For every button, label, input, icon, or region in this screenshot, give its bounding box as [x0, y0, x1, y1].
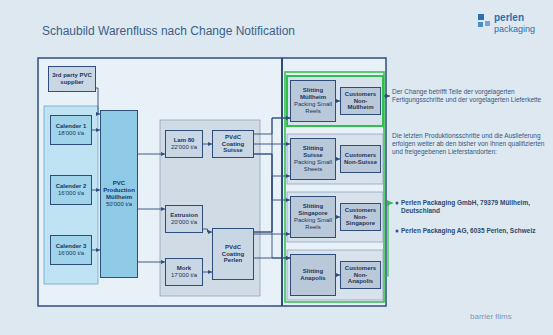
customer-box: Customers Non-Anapolis: [340, 261, 381, 289]
slitting-box: Slitting SingaporePacking Small Reels: [290, 196, 336, 238]
node-label: Lam 80: [174, 137, 195, 144]
node-detail: 22'000 t/a: [171, 144, 197, 151]
customer-box: Customers Non-Suisse: [340, 145, 381, 173]
node-label: Slitting Suisse: [293, 145, 333, 159]
logo-text: perlen: [494, 12, 549, 25]
node-label: Customers Non-Anapolis: [343, 265, 378, 286]
process-box: PVdC Coating Perlen: [212, 228, 254, 280]
calender-box: Calender 316'000 t/a: [50, 235, 92, 265]
site-group: [287, 134, 383, 184]
node-detail: 17'000 t/a: [171, 272, 197, 279]
diagram-title: Schaubild Warenfluss nach Change Notific…: [42, 24, 295, 38]
node-label: PVdC Coating Suisse: [215, 134, 251, 155]
node-detail: 50'000 t/a: [106, 201, 132, 208]
diagram-frame: [38, 58, 386, 306]
slitting-box: Slitting SuissePacking Small Sheets: [290, 138, 336, 180]
flow-arrow: [92, 250, 100, 251]
node-label: Calender 3: [56, 243, 87, 250]
site-group: [287, 192, 383, 242]
site-group: [287, 250, 383, 300]
customer-box: Customers Non-Singapore: [340, 203, 381, 231]
bullet: [396, 230, 399, 233]
production-box: PVC Production Müllheim50'000 t/a: [100, 110, 138, 278]
note-text: Der Change betrifft Teile der vorgelager…: [392, 88, 548, 104]
flow-arrow: [203, 229, 212, 232]
flow-arrow: [92, 130, 100, 131]
node-label: Calender 2: [56, 183, 87, 190]
node-detail: 16'000 t/a: [58, 250, 84, 257]
logo-square: [478, 14, 484, 20]
flow-arrow: [254, 234, 290, 235]
logo-text: packaging: [494, 24, 549, 35]
node-label: Customers Non-Müllheim: [343, 91, 378, 112]
flow-arrow: [138, 154, 165, 155]
flow-arrow: [138, 262, 165, 263]
customer-box: Customers Non-Müllheim: [340, 87, 381, 115]
pointer-arrow: [384, 203, 393, 276]
processing-band: [160, 120, 260, 296]
flow-arrow: [254, 258, 290, 259]
flow-arrow: [254, 118, 290, 232]
node-detail: Packing Small Reels: [293, 101, 333, 115]
supplier-box: 3rd party PVC supplier: [48, 66, 96, 92]
bullet: [396, 202, 399, 205]
process-box: Lam 8022'000 t/a: [165, 130, 203, 158]
process-box: PVdC Coating Suisse: [212, 130, 254, 158]
node-label: Slitting Anapolis: [293, 268, 333, 282]
calender-box: Calender 118'000 t/a: [50, 115, 92, 145]
process-box: Mork17'000 t/a: [165, 258, 203, 286]
site-address: Perlen Packaging GmbH, 79379 Müllheim, D…: [401, 199, 547, 215]
flow-arrow: [254, 176, 290, 232]
node-label: 3rd party PVC supplier: [51, 72, 93, 86]
calender-box: Calender 216'000 t/a: [50, 175, 92, 205]
logo-square: [485, 21, 490, 26]
flow-arrow: [203, 144, 212, 145]
highlight-group: [287, 76, 383, 126]
node-detail: 18'000 t/a: [58, 130, 84, 137]
site-address: Perlen Packaging AG, 6035 Perlen, Schwei…: [401, 227, 547, 235]
divider-line: [281, 58, 283, 306]
node-label: PVdC Coating Perlen: [215, 244, 251, 265]
node-label: Calender 1: [56, 123, 87, 130]
flow-arrow: [203, 272, 212, 273]
node-label: Customers Non-Suisse: [343, 152, 378, 166]
footer-text: barrier films: [470, 312, 546, 322]
node-label: Extrusion: [170, 212, 198, 219]
node-detail: 20'000 t/a: [171, 219, 197, 226]
node-label: Mork: [177, 265, 191, 272]
slitting-box: Slitting Anapolis: [290, 254, 336, 296]
process-box: Extrusion20'000 t/a: [165, 205, 203, 233]
calender-band: [44, 106, 98, 284]
node-detail: 16'000 t/a: [58, 190, 84, 197]
pointer-arrow: [384, 96, 390, 97]
flow-arrow: [138, 209, 165, 210]
node-detail: Packing Small Sheets: [293, 159, 333, 173]
logo-square: [478, 22, 483, 27]
node-label: Slitting Müllheim: [293, 87, 333, 101]
site-outline: [285, 72, 384, 302]
slitting-box: Slitting MüllheimPacking Small Reels: [290, 80, 336, 122]
node-label: Customers Non-Singapore: [343, 207, 378, 228]
node-label: Slitting Singapore: [293, 203, 333, 217]
node-detail: Packing Small Reels: [293, 217, 333, 231]
flow-arrow: [92, 190, 100, 191]
note-text: Die letzten Produktionsschritte und die …: [392, 132, 548, 156]
node-label: PVC Production Müllheim: [103, 180, 135, 201]
